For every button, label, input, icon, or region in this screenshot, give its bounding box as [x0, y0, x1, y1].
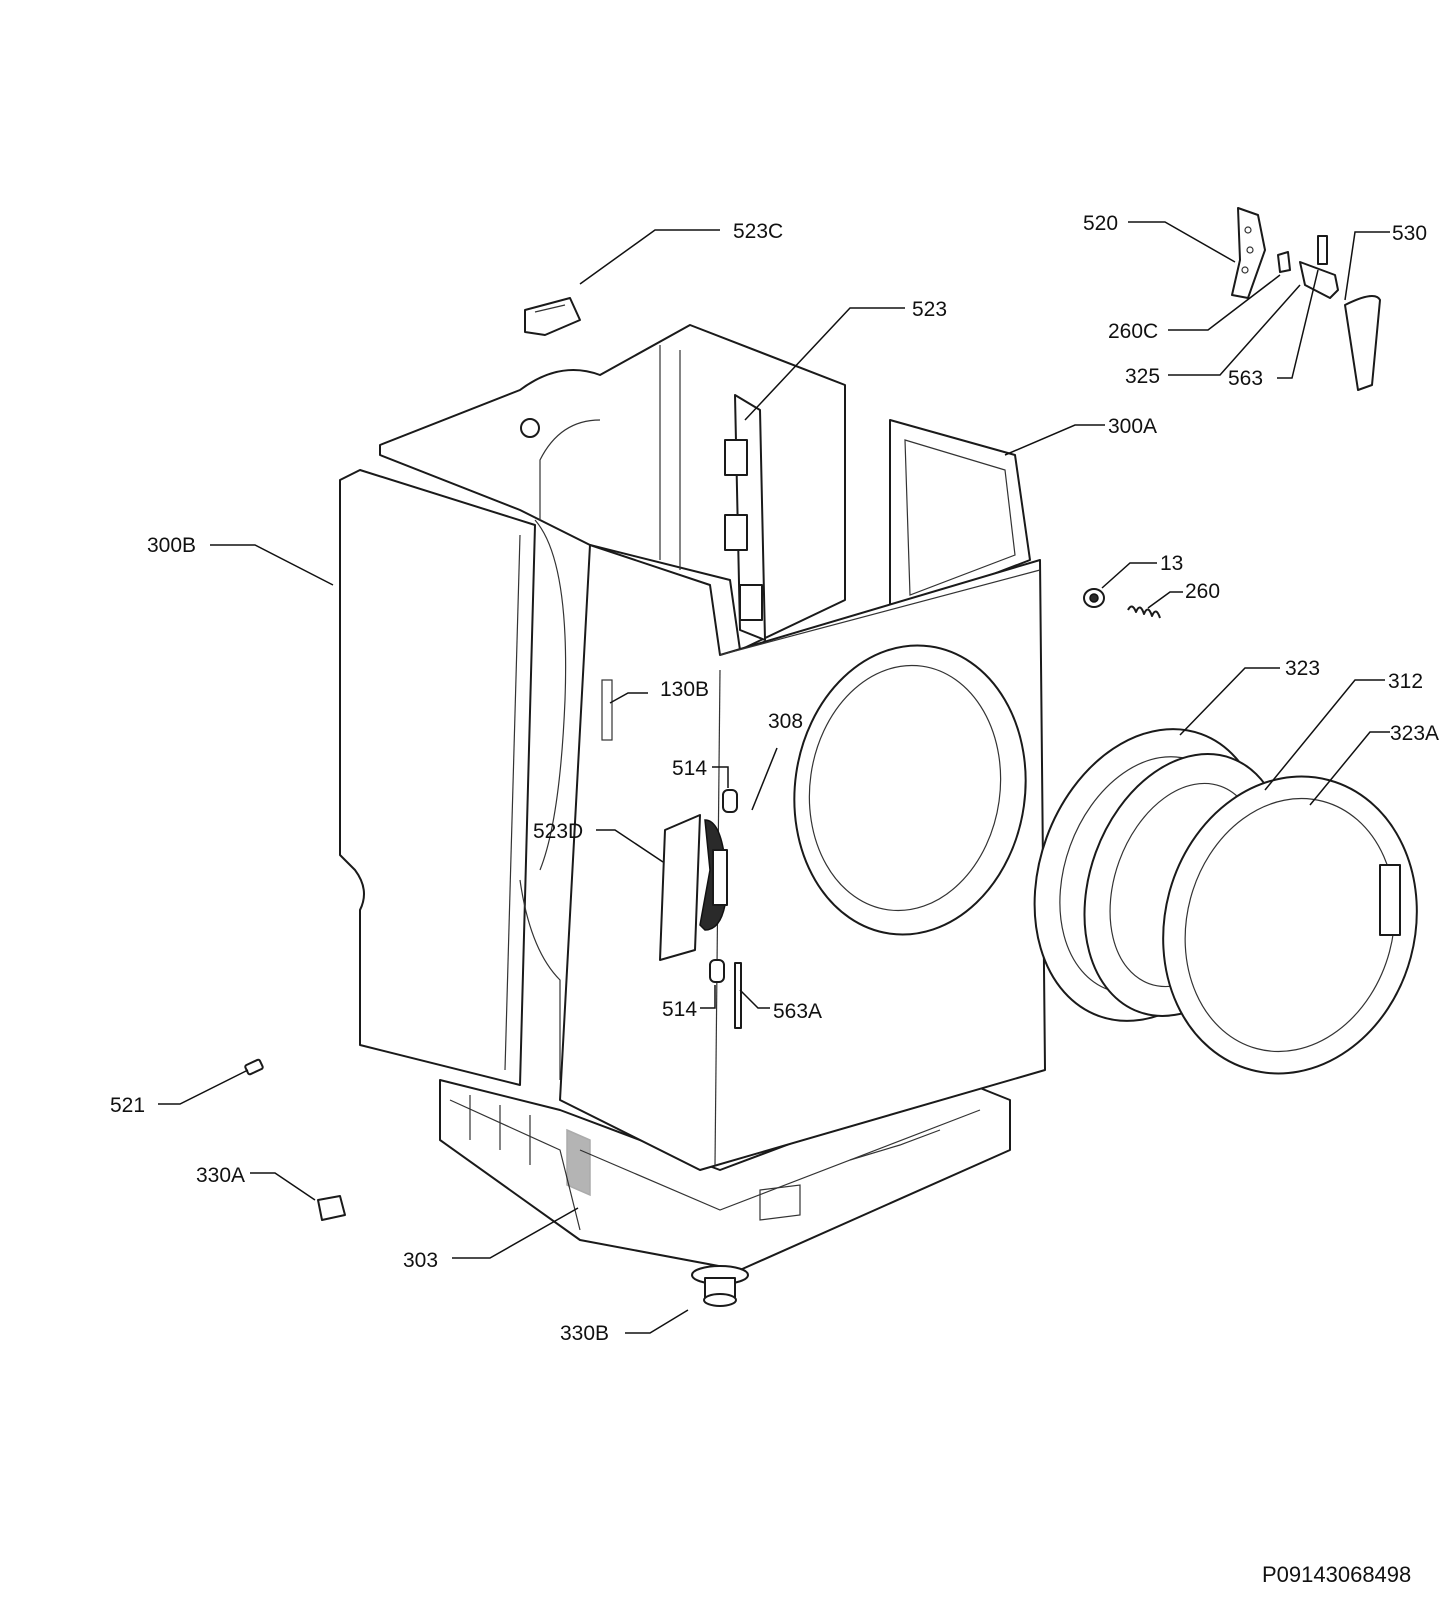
door-hook-520-part — [1231, 207, 1266, 299]
label-300B: 300B — [147, 534, 196, 557]
label-520: 520 — [1083, 212, 1118, 235]
screw-521-part — [244, 1058, 264, 1076]
leader-lines — [158, 221, 1390, 1334]
document-code: P09143068498 — [1262, 1562, 1411, 1587]
door-lock-523d-part — [659, 814, 728, 961]
door-outer-frame-323a-part — [1162, 775, 1418, 1075]
inner-tub-area — [519, 519, 567, 1080]
foot-330b-part — [691, 1265, 749, 1307]
left-side-panel-part — [339, 469, 536, 1086]
label-514-top: 514 — [672, 757, 707, 780]
pin-563-part — [1317, 235, 1328, 265]
label-330A: 330A — [196, 1164, 245, 1187]
foot-330a-part — [317, 1195, 346, 1221]
rod-563a-part — [734, 962, 742, 1029]
label-563A: 563A — [773, 1000, 822, 1023]
label-130B: 130B — [660, 678, 709, 701]
label-323A: 323A — [1390, 722, 1439, 745]
lever-325-part — [1299, 261, 1339, 299]
handle-530-part — [1344, 295, 1381, 391]
label-523: 523 — [912, 298, 947, 321]
label-523C: 523C — [733, 220, 783, 243]
label-521: 521 — [110, 1094, 145, 1117]
label-260: 260 — [1185, 580, 1220, 603]
label-323: 323 — [1285, 657, 1320, 680]
front-panel-part — [559, 544, 1046, 1171]
label-330B: 330B — [560, 1322, 609, 1345]
cabinet-top-frame — [379, 324, 846, 651]
label-13: 13 — [1160, 552, 1183, 575]
label-530: 530 — [1392, 222, 1427, 245]
label-303: 303 — [403, 1249, 438, 1272]
part-labels: 523C 523 520 530 260C 325 563 300A 300B … — [110, 212, 1439, 1345]
label-300A: 300A — [1108, 415, 1157, 438]
label-312: 312 — [1388, 670, 1423, 693]
label-308: 308 — [768, 710, 803, 733]
hinge-bracket-523-part — [724, 394, 766, 641]
spring-260c-part — [1277, 251, 1291, 273]
spring-260-part — [1127, 605, 1161, 619]
label-523D: 523D — [533, 820, 583, 843]
hinge-cap-523c-part — [524, 297, 581, 336]
pin-514-parts — [709, 789, 738, 983]
nut-13-part — [1083, 588, 1105, 608]
label-325: 325 — [1125, 365, 1160, 388]
label-563: 563 — [1228, 367, 1263, 390]
label-514-bottom: 514 — [662, 998, 697, 1021]
label-260C: 260C — [1108, 320, 1158, 343]
